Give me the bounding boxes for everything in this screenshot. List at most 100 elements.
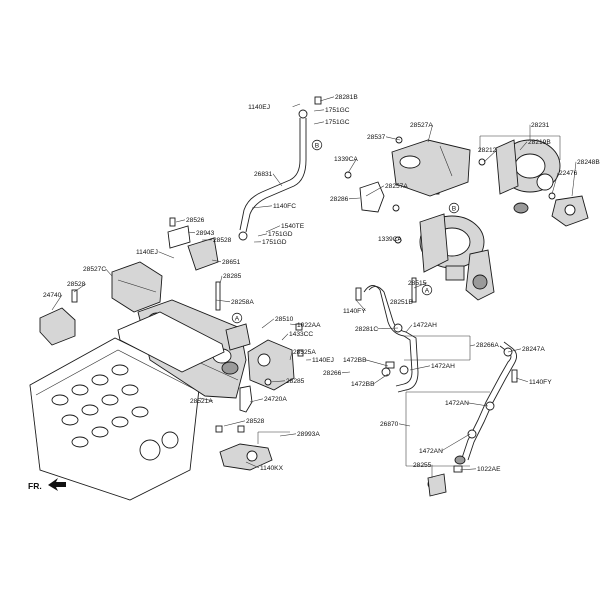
leader-line: [249, 398, 264, 403]
reference-letter: B: [452, 205, 457, 212]
front-orientation-label: FR.: [28, 481, 42, 491]
support-bracket-drawing: [239, 385, 253, 413]
part-number-label: 26831: [254, 171, 273, 178]
hose-clamp-set-drawing: [381, 323, 513, 377]
part-number-label: 24740: [43, 292, 62, 299]
leader-line: [355, 299, 366, 311]
part-number-label: 28525A: [293, 349, 316, 356]
leader-line: [515, 377, 529, 383]
reference-marker: B: [311, 139, 323, 151]
part-number-label: 1540TE: [281, 223, 305, 230]
cylinder-head-drawing: [29, 337, 201, 501]
front-direction-arrow-icon: [48, 478, 66, 491]
leader-line: [281, 333, 289, 341]
heat-shield-block-drawing: [39, 307, 76, 346]
part-number-label: 28251B: [390, 299, 413, 306]
part-number-label: 22476: [559, 170, 578, 177]
part-number-label: 28285: [286, 378, 305, 385]
part-number-label: 26870: [380, 421, 399, 428]
part-number-label: 1339CA: [334, 156, 358, 163]
turbocharger-drawing: [419, 213, 495, 301]
part-number-label: 28248B: [577, 159, 600, 166]
leader-line: [571, 161, 577, 197]
part-number-label: 28651: [222, 259, 241, 266]
part-number-label: 28537: [367, 134, 386, 141]
leader-line: [187, 231, 196, 234]
reference-marker: A: [231, 312, 243, 324]
leader-line: [551, 172, 559, 195]
leader-line: [313, 121, 325, 125]
leader-line: [289, 351, 293, 361]
leader-line: [245, 461, 260, 469]
leader-line: [483, 149, 498, 163]
turbo-heat-shield-drawing: [391, 139, 471, 197]
reference-circle: [421, 284, 433, 296]
part-number-label: 28281C: [355, 326, 378, 333]
actuator-drawing: [219, 443, 273, 471]
leader-line: [219, 275, 223, 285]
part-number-label: 1022AA: [297, 322, 321, 329]
oil-feed-pipe-drawing: [238, 109, 308, 241]
part-number-label: 28212: [478, 147, 497, 154]
leader-line: [377, 327, 399, 330]
turbo-assembly-drawing: [495, 139, 561, 214]
leader-line: [405, 324, 413, 333]
turbo-gasket-drawing: [359, 181, 385, 213]
leader-lines: [51, 96, 577, 478]
part-number-label: 1140FC: [273, 203, 296, 210]
leader-line: [385, 136, 401, 141]
leader-line: [175, 219, 186, 223]
leader-line: [73, 283, 87, 293]
leader-line: [519, 141, 528, 151]
manifold-heat-shield-drawing: [111, 261, 163, 313]
leader-line: [459, 468, 477, 471]
reference-letter: A: [235, 315, 240, 322]
part-number-label: 1751GC: [325, 119, 350, 126]
part-number-label: 1751GC: [325, 107, 350, 114]
reference-circle: [311, 139, 323, 151]
part-number-label: 28521A: [190, 398, 213, 405]
leader-line: [223, 420, 246, 427]
part-number-label: 1140EJ: [136, 249, 158, 256]
reference-letter: A: [425, 287, 430, 294]
part-number-label: 1472AN: [419, 448, 443, 455]
part-number-label: 28527A: [410, 122, 433, 129]
leader-line: [313, 109, 325, 112]
part-number-label: 1472BB: [351, 381, 375, 388]
gasket-plate-drawing: [167, 225, 191, 249]
leader-line: [365, 185, 385, 197]
part-number-label: 28528: [67, 281, 86, 288]
leader-line: [413, 282, 428, 289]
cylinder-head-ports: [51, 364, 179, 461]
part-number-label: 28285: [223, 273, 242, 280]
part-number-label: 28266: [323, 370, 342, 377]
leader-line: [215, 299, 231, 303]
part-number-label: 28281B: [335, 94, 358, 101]
leader-line: [261, 318, 275, 329]
leader-line: [411, 295, 413, 302]
part-number-label: 1140EJ: [312, 357, 334, 364]
leader-line: [409, 365, 431, 371]
reference-circle: [231, 312, 243, 324]
part-number-label: 28527C: [83, 266, 106, 273]
leader-line: [105, 268, 113, 277]
manifold-gasket-drawing: [117, 311, 225, 373]
reference-circle: [448, 202, 460, 214]
part-number-label: 28247A: [522, 346, 545, 353]
leader-line: [257, 233, 268, 237]
part-number-label: 1472BB: [343, 357, 367, 364]
leader-line: [272, 173, 283, 187]
leader-line: [289, 323, 297, 326]
leader-line: [158, 251, 175, 259]
part-number-label: 1751GD: [268, 231, 293, 238]
part-number-label: 24720A: [264, 396, 287, 403]
leader-line: [269, 380, 286, 383]
part-number-label: 28286: [330, 196, 349, 203]
leader-line: [467, 402, 489, 407]
leader-line: [348, 197, 361, 200]
leader-line: [507, 348, 522, 353]
reference-marker: A: [421, 284, 433, 296]
leader-line: [397, 238, 401, 241]
